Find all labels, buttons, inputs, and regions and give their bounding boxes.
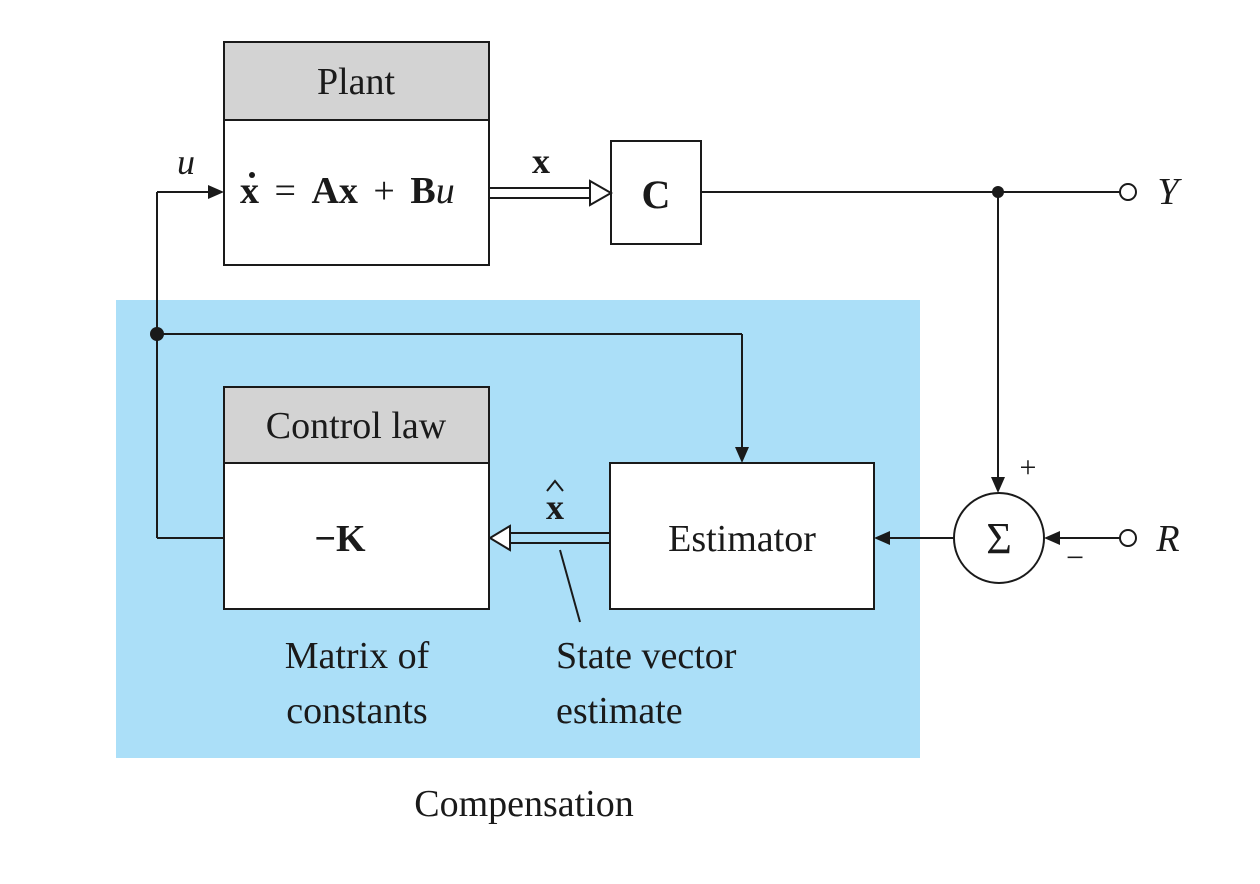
- compensation-label: Compensation: [414, 783, 634, 825]
- summer-to-estimator-arrow-head: [874, 531, 890, 545]
- plant-eq-u: u: [436, 170, 455, 212]
- control-law-gain: −K: [314, 518, 366, 560]
- estimator-box: [609, 462, 875, 610]
- plant-equation: x = Ax + Bu: [240, 170, 455, 212]
- control-law-title: Control law: [266, 405, 447, 447]
- y-label: Y: [1157, 171, 1182, 213]
- plant-eq-equals: =: [275, 170, 296, 212]
- state-annotation-line1: State vector: [556, 635, 737, 677]
- y-terminal: [1119, 183, 1137, 201]
- r-terminal: [1119, 529, 1137, 547]
- plant-body: [223, 119, 490, 266]
- xhat-hat: [546, 479, 564, 492]
- plant-eq-plus: +: [373, 170, 394, 212]
- y-feedback-arrow-head: [991, 477, 1005, 493]
- c-block-label: C: [642, 172, 671, 217]
- xhat-label: x: [546, 487, 564, 527]
- c-block-box: [610, 140, 702, 245]
- summer-minus-sign: −: [1066, 539, 1084, 575]
- xhat-arrow-head: [488, 524, 511, 552]
- x-label: x: [532, 141, 550, 181]
- matrix-annotation-line1: Matrix of: [285, 635, 430, 677]
- plant-eq-x: x: [339, 170, 358, 212]
- estimator-block: Estimator: [609, 462, 875, 610]
- u-arrow-head: [208, 185, 224, 199]
- control-law-block: Control law −K: [223, 386, 490, 610]
- u-label: u: [177, 142, 195, 182]
- state-annotation-line2: estimate: [556, 690, 683, 732]
- control-law-body: [223, 462, 490, 610]
- control-law-header: [223, 386, 490, 464]
- r-arrow-head: [1044, 531, 1060, 545]
- plant-header: [223, 41, 490, 121]
- plant-eq-B: B: [410, 170, 435, 212]
- c-block: C: [610, 140, 702, 245]
- matrix-annotation-line2: constants: [286, 690, 427, 732]
- plant-eq-A: A: [311, 170, 339, 212]
- x-arrow-head: [589, 179, 614, 207]
- plant-eq-dot: [249, 172, 255, 178]
- summing-junction: Σ + −: [953, 451, 1084, 584]
- summer-symbol: Σ: [986, 514, 1012, 563]
- plant-eq-xdot: x: [240, 170, 259, 212]
- plant-block: Plant x = Ax + Bu: [223, 41, 490, 266]
- estimator-label: Estimator: [668, 518, 816, 560]
- r-label: R: [1155, 518, 1179, 560]
- plant-title: Plant: [317, 61, 396, 103]
- u-to-estimator-arrow-head: [735, 447, 749, 463]
- state-estimate-leader: [559, 549, 581, 623]
- summer-plus-sign: +: [1020, 451, 1037, 484]
